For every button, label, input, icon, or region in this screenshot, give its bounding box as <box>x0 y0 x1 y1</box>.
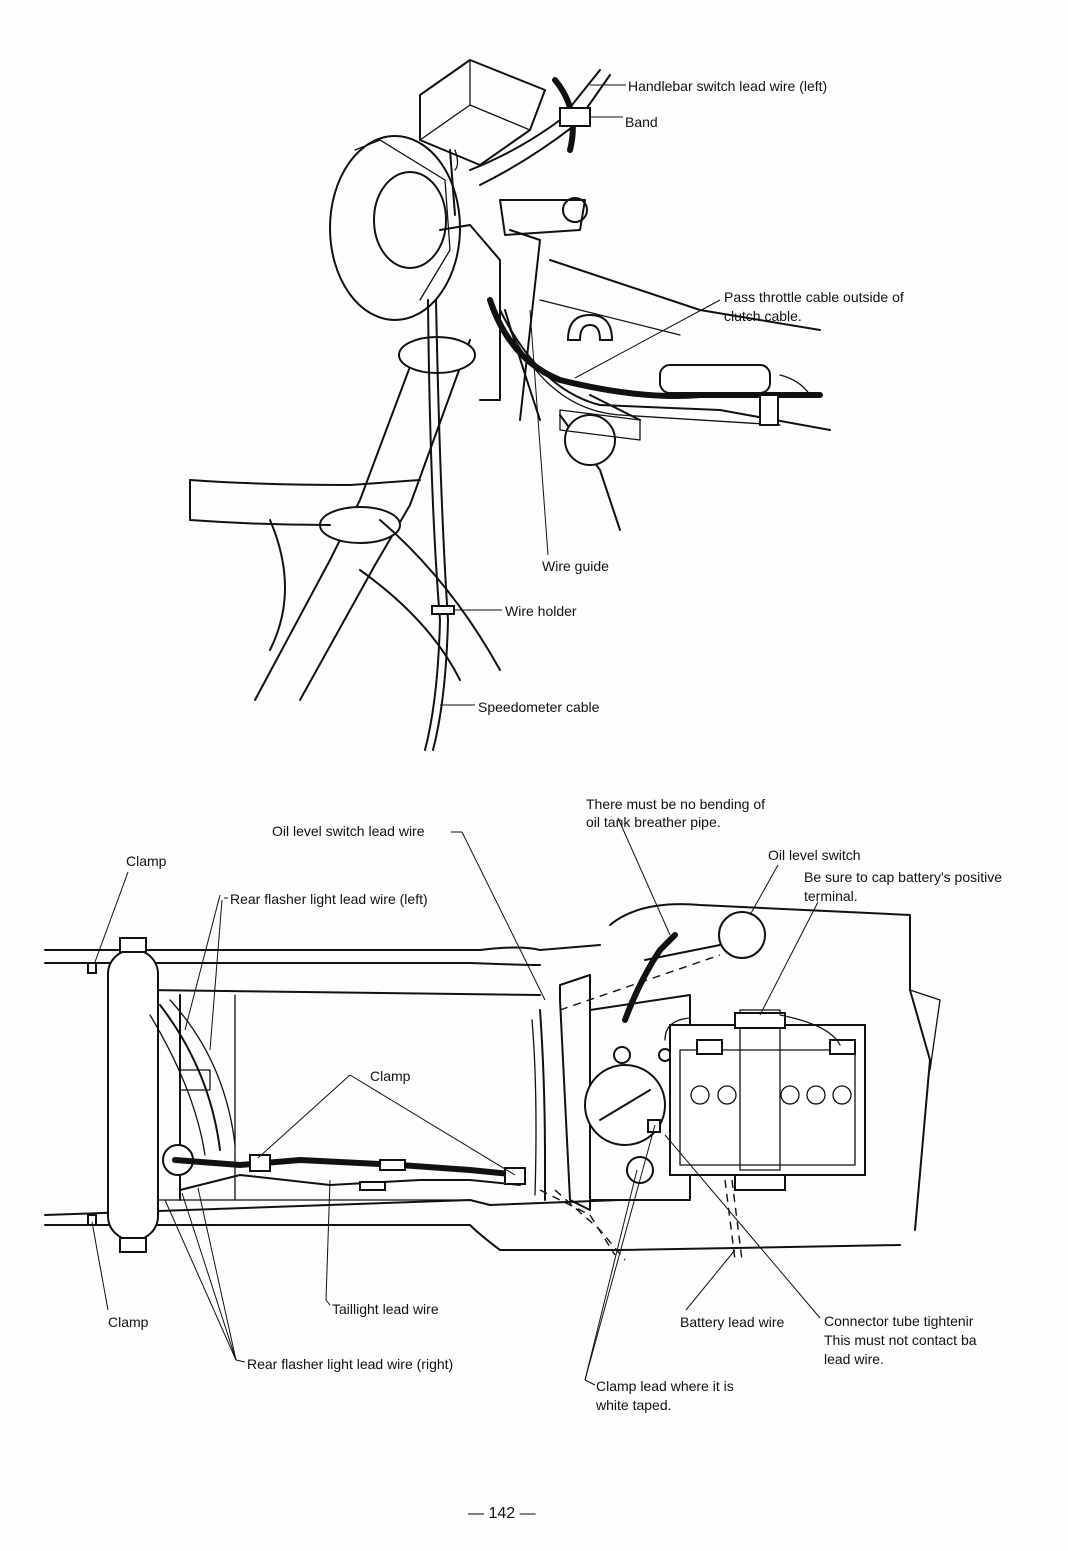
lever-pivot <box>562 197 588 223</box>
label-cap-battery-line1: Be sure to cap battery's positive <box>804 869 1002 885</box>
label-speedometer-cable: Speedometer cable <box>478 699 600 715</box>
label-oil-level-switch: Oil level switch <box>768 847 861 863</box>
label-rear-flasher-right: Rear flasher light lead wire (right) <box>247 1356 454 1372</box>
rear-cross-member <box>107 949 159 1241</box>
label-clamp-lead-line2: white taped. <box>596 1397 672 1413</box>
label-clamp-middle: Clamp <box>370 1068 411 1084</box>
rear-leader-lines <box>91 817 821 1386</box>
label-pass-throttle-line2: clutch cable. <box>724 308 802 324</box>
label-clamp-lead-line1: Clamp lead where it is <box>596 1378 734 1394</box>
label-clamp-bottom-left: Clamp <box>108 1314 149 1330</box>
oil-level-switch <box>718 911 766 959</box>
label-handlebar-switch-lead: Handlebar switch lead wire (left) <box>628 78 828 94</box>
throttle-cable <box>487 297 823 399</box>
front-steering-drawing <box>189 59 831 751</box>
label-taillight-lead: Taillight lead wire <box>332 1301 439 1317</box>
speedometer-cable <box>424 299 441 751</box>
rear-frame-drawing <box>44 903 941 1261</box>
oil-level-lead <box>539 1009 546 1201</box>
front-leader-lines <box>440 84 721 706</box>
label-connector-tube-line3: lead wire. <box>824 1351 884 1367</box>
label-cap-battery-line2: terminal. <box>804 888 858 904</box>
band <box>559 107 591 127</box>
label-wire-guide: Wire guide <box>542 558 609 574</box>
battery-strap <box>739 1009 781 1171</box>
instrument-box <box>419 59 546 166</box>
page-number: — 142 — <box>468 1505 536 1522</box>
headlight-lens <box>373 171 447 269</box>
wire-harness <box>172 1156 523 1178</box>
wire-guide <box>504 309 541 421</box>
label-rear-flasher-left: Rear flasher light lead wire (left) <box>230 891 428 907</box>
label-band: Band <box>625 114 658 130</box>
label-connector-tube-line2: This must not contact ba <box>824 1332 977 1348</box>
breather-pipe <box>622 932 678 1023</box>
label-no-bending-line1: There must be no bending of <box>586 796 766 812</box>
label-no-bending-line2: oil tank breather pipe. <box>586 814 721 830</box>
clutch-cable-boss <box>564 414 616 466</box>
label-connector-tube-line1: Connector tube tightenir <box>824 1313 974 1329</box>
headlight-shell <box>329 135 461 321</box>
label-oil-level-switch-lead: Oil level switch lead wire <box>272 823 425 839</box>
label-pass-throttle-line1: Pass throttle cable outside of <box>724 289 904 305</box>
connector-tube <box>659 364 771 394</box>
label-battery-lead: Battery lead wire <box>680 1314 785 1330</box>
label-wire-holder: Wire holder <box>505 603 577 619</box>
label-clamp-top-left: Clamp <box>126 853 167 869</box>
wire-holder <box>431 605 455 615</box>
